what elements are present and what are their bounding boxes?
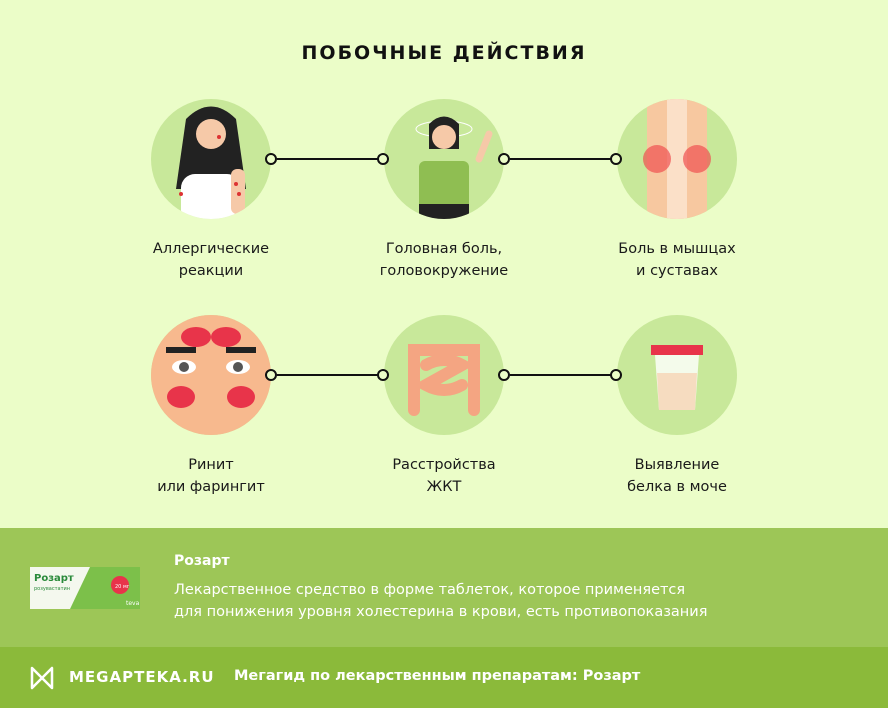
connector-dot [610,153,622,165]
label-line: реакции [178,263,244,279]
effect-label: Боль в мышцах и суставах [577,238,777,282]
label-line: Расстройства [392,457,496,473]
drug-description: Лекарственное средство в форме таблеток,… [174,579,794,623]
label-line: головокружение [379,263,509,279]
connector-line [277,374,378,376]
label-line: Аллергические [152,241,270,257]
dizzy-woman-icon [384,99,504,219]
page-title: ПОБОЧНЫЕ ДЕЙСТВИЯ [301,42,587,64]
effect-label: Головная боль, головокружение [344,238,544,282]
connector-dot [610,369,622,381]
drug-name: Розарт [174,553,230,569]
description-line: Лекарственное средство в форме таблеток,… [174,582,686,598]
label-line: белка в моче [627,479,727,495]
label-line: и суставах [636,263,718,279]
effect-label: Выявление белка в моче [577,454,777,498]
connector-dot [265,369,277,381]
svg-text:розувастатин: розувастатин [34,586,70,592]
drug-info-band [0,528,888,647]
label-line: Ринит [188,457,234,473]
connector-dot [377,369,389,381]
svg-text:Розарт: Розарт [34,573,74,584]
label-line: или фарингит [157,479,265,495]
effect-label: Ринит или фарингит [111,454,311,498]
connector-dot [265,153,277,165]
svg-text:teva: teva [126,600,140,607]
connector-line [510,374,611,376]
connector-line [510,158,611,160]
label-line: Головная боль, [385,241,503,257]
svg-text:20 мг: 20 мг [115,584,130,590]
connector-dot [377,153,389,165]
label-line: Выявление [634,457,720,473]
intestines-icon [384,315,504,435]
effect-label: Аллергические реакции [111,238,311,282]
footer [0,647,888,708]
woman-with-rash-icon [151,99,271,219]
drug-package-image: 20 мг Розарт розувастатин teva [30,563,144,611]
description-line: для понижения уровня холестерина в крови… [174,604,708,620]
urine-sample-cup-icon [617,315,737,435]
knee-joint-pain-icon [617,99,737,219]
megapteka-logo-icon [29,665,55,695]
connector-dot [498,153,510,165]
guide-title: Мегагид по лекарственным препаратам: Роз… [234,668,641,684]
connector-line [277,158,378,160]
face-sinus-inflammation-icon [151,315,271,435]
label-line: Боль в мышцах [618,241,736,257]
connector-dot [498,369,510,381]
label-line: ЖКТ [426,479,462,495]
brand-name[interactable]: MEGAPTEKA.RU [69,668,215,686]
